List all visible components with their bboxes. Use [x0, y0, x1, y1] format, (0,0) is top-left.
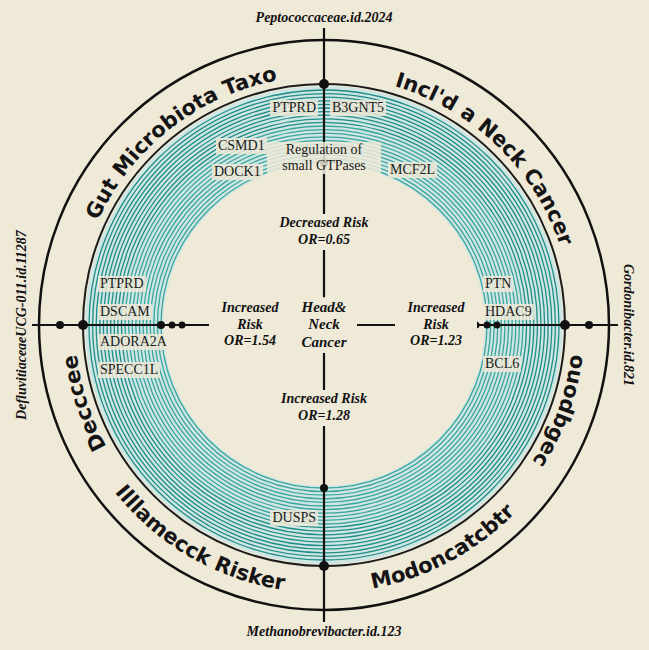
taxon-label-text: Peptococcaceae.id.2024	[256, 10, 393, 26]
arc-text: ouodbgec	[528, 353, 590, 472]
gene-label: DSCAM	[98, 304, 152, 320]
taxon-label: Peptococcaceae.id.2024	[252, 8, 397, 28]
gene-label: PTPRD	[98, 276, 146, 292]
gene-label: CSMD1	[216, 138, 267, 154]
arc-text: Modoncatcbtr	[368, 499, 519, 594]
taxon-label-text: Methanobrevibacter.id.123	[247, 624, 402, 640]
arc-text: Illlamecck Risker	[111, 480, 288, 595]
arc-text: Incl'd a Neck Cancer	[393, 68, 579, 249]
gene-label: SPECC1L	[98, 362, 160, 378]
center-node-text: Head& Neck Cancer	[293, 299, 355, 351]
gene-label: DOCK1	[212, 164, 263, 180]
arc-text: Modoncatcbtr	[368, 499, 519, 594]
center-node: Head& Neck Cancer	[291, 297, 357, 353]
taxon-label-text: DefluvitiaceaeUCG-011.id.11287	[14, 230, 30, 420]
gene-label: Regulation of small GTPases	[267, 142, 381, 174]
risk-label: Increased Risk OR=1.28	[262, 390, 386, 426]
gene-label: PTN	[483, 276, 513, 292]
gene-label: B3GNT5	[330, 100, 386, 116]
arc-text: ouodbgec	[528, 353, 590, 472]
taxon-label: Methanobrevibacter.id.123	[243, 622, 406, 642]
risk-label: Increased Risk OR=1.23	[395, 299, 477, 351]
taxon-label: DefluvitiaceaeUCG-011.id.11287	[12, 226, 32, 424]
gene-label: MCF2L	[388, 162, 437, 178]
arc-text: Incl'd a Neck Cancer	[393, 68, 579, 249]
risk-label: Decreased Risk OR=0.65	[262, 214, 386, 250]
risk-label: Increased Risk OR=1.54	[209, 299, 291, 351]
arc-text: Illlamecck Risker	[111, 480, 288, 595]
gene-label: PTPRD	[270, 100, 318, 116]
gene-label: DUSPS	[270, 510, 318, 526]
taxon-label-text: Gordonibacter.id.821	[620, 264, 636, 386]
taxon-label: Gordonibacter.id.821	[618, 260, 638, 390]
gene-label: ADORA2A	[98, 334, 169, 350]
arc-text: Gut Microbiota Taxo	[81, 62, 279, 223]
gene-label: HDAC9	[483, 304, 534, 320]
arc-text: Gut Microbiota Taxo	[81, 62, 279, 223]
gene-label: BCL6	[483, 356, 521, 372]
